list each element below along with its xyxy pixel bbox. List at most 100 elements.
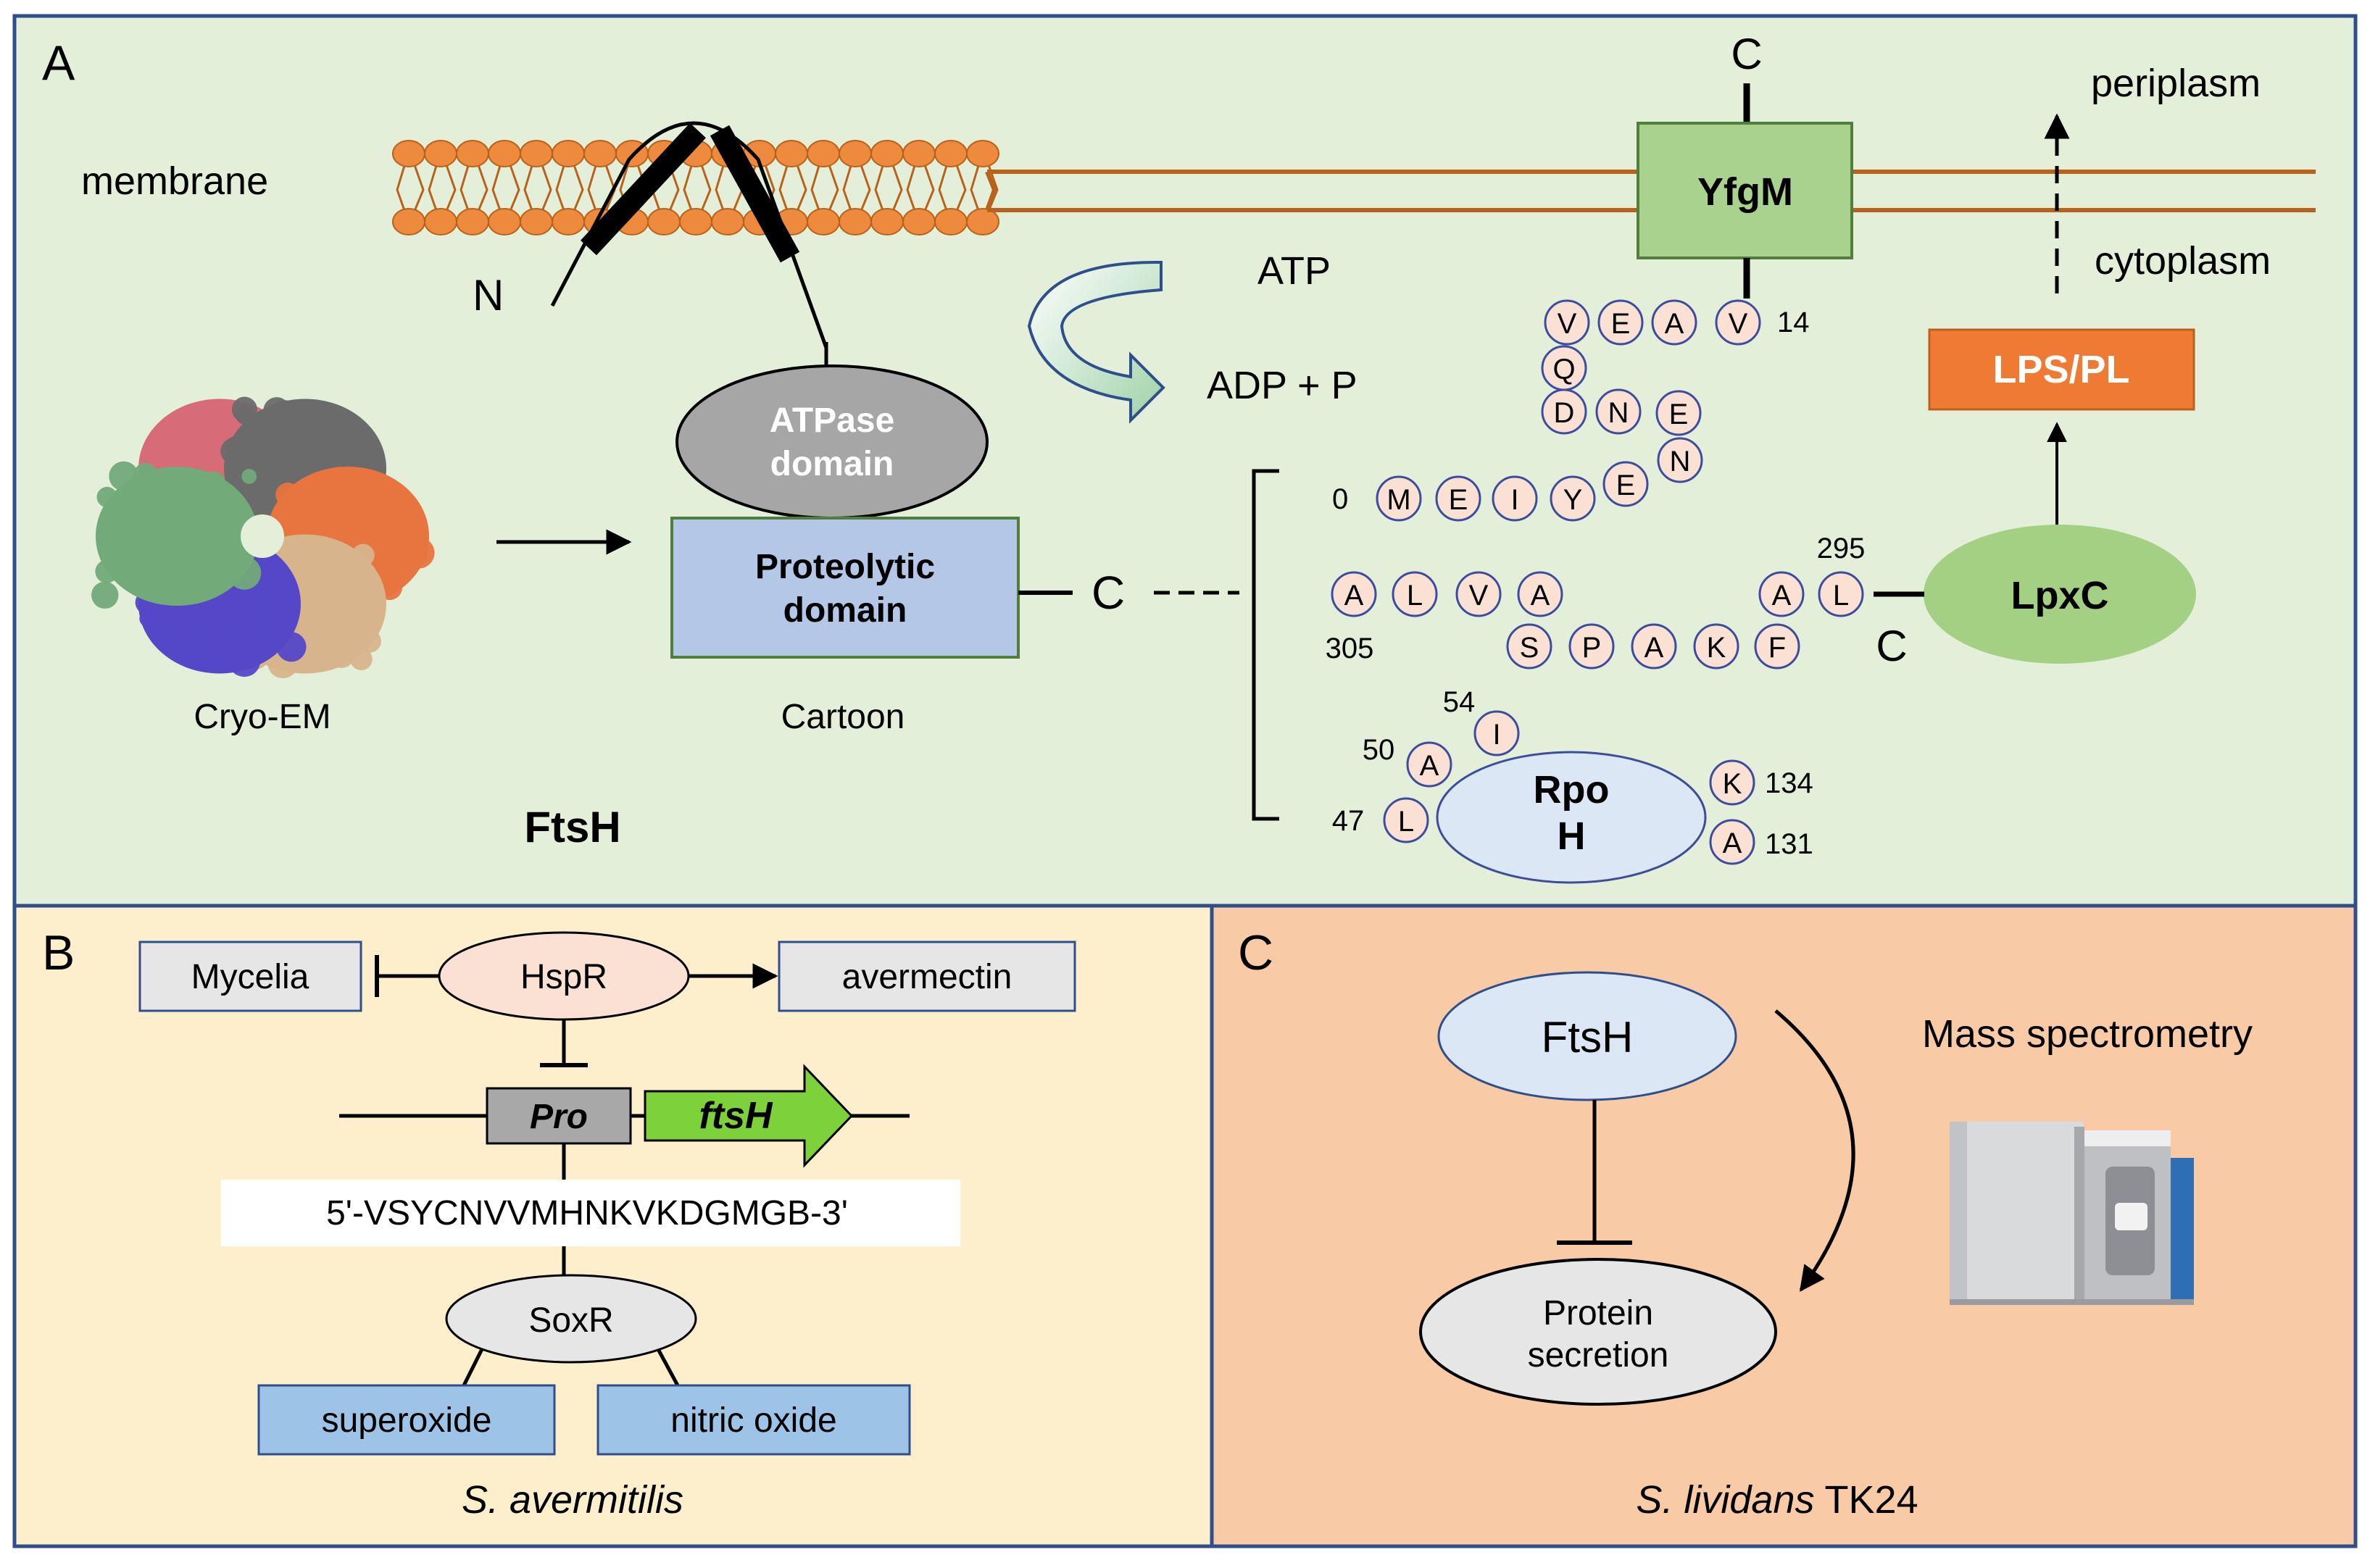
lpxc-residue <box>1506 623 1552 670</box>
lipid-head <box>456 208 489 235</box>
lpxc-label: LpxC <box>2011 574 2109 617</box>
lipid-head <box>775 140 808 167</box>
yfgm-residue-letter: E <box>1616 470 1636 501</box>
panel-a: A membrane N Cryo-EM ATPase domain <box>12 14 2358 908</box>
lipid-head <box>679 208 712 235</box>
rpoh-residue-letter: I <box>1492 719 1500 751</box>
lpxc-residue-letter: S <box>1520 632 1539 664</box>
rpoh-num-50: 50 <box>1363 734 1395 766</box>
lipid-head <box>807 208 840 235</box>
yfgm-residue <box>1657 437 1703 483</box>
lipid-head <box>870 208 904 235</box>
cryo-em-label: Cryo-EM <box>194 698 330 736</box>
lipid-head <box>552 140 585 167</box>
lpxc-residue-letter: L <box>1833 580 1849 612</box>
lipid-head <box>902 208 936 235</box>
lpxc-residue-letter: A <box>1531 580 1550 612</box>
yfgm-residue-letter: M <box>1386 484 1410 516</box>
proteolytic-domain <box>670 517 1020 659</box>
lps-pl-label: LPS/PL <box>1992 348 2129 391</box>
lipid-head <box>902 140 936 167</box>
lpxc-residue <box>1331 571 1377 617</box>
lpxc-residue <box>1455 571 1502 617</box>
yfgm-residue <box>1550 475 1596 522</box>
cartoon-label: Cartoon <box>781 698 905 736</box>
lipid-head <box>807 140 840 167</box>
lipid-head <box>520 140 553 167</box>
lipid-head <box>456 140 489 167</box>
nitric-oxide-label: nitric oxide <box>670 1401 836 1440</box>
motif-box <box>221 1180 960 1246</box>
periplasm-label: periplasm <box>2091 62 2261 105</box>
yfgm-c-terminus: C <box>1731 30 1762 78</box>
lipid-head <box>711 208 744 235</box>
lipid-head <box>966 140 999 167</box>
panel-b-letter: B <box>42 925 75 980</box>
yfgm-label: YfgM <box>1697 170 1793 214</box>
yfgm-residue <box>1376 475 1422 522</box>
protein-label-2: secretion <box>1528 1336 1669 1375</box>
rpoh-label-1: Rpo <box>1534 768 1610 812</box>
yfgm-residue <box>1541 388 1587 435</box>
yfgm-residue-letter: Q <box>1552 354 1575 385</box>
proteolytic-label-1: Proteolytic <box>755 548 935 586</box>
yfgm-residue-letter: I <box>1510 484 1518 516</box>
mycelia-box <box>138 941 362 1012</box>
ftsh-to-secretion-curved-arrow <box>1774 1009 1855 1292</box>
rpoh-num-47: 47 <box>1332 805 1365 837</box>
rpoh-num-134: 134 <box>1765 767 1813 799</box>
protein-label-1: Protein <box>1543 1294 1653 1333</box>
soxr-ellipse <box>445 1274 697 1364</box>
lpxc-residue <box>1818 571 1864 617</box>
mycelia-label: Mycelia <box>191 958 309 996</box>
panel-b: B Mycelia HspR avermectin Pro ftsH 5'-VS… <box>12 904 1214 1548</box>
lpxc-residue-letter: A <box>1344 580 1364 612</box>
ftsh-ellipse <box>1437 971 1737 1101</box>
yfgm-box <box>1637 122 1853 259</box>
avermectin-box <box>778 941 1076 1012</box>
atpase-label-2: domain <box>770 445 894 483</box>
mass-spectrometer-icon <box>1950 1122 2194 1305</box>
lipid-head <box>966 208 999 235</box>
yfgm-residue-letter: N <box>1670 446 1691 478</box>
yfgm-residue-letter: A <box>1665 308 1684 340</box>
lpxc-residue <box>1693 623 1739 670</box>
lipid-head <box>934 208 968 235</box>
rpoh-num-54: 54 <box>1443 686 1476 718</box>
rpoh-residue-letter: K <box>1723 768 1742 800</box>
panel-a-letter: A <box>42 36 75 91</box>
yfgm-num-0: 0 <box>1332 483 1348 515</box>
mass-spec-label: Mass spectrometry <box>1922 1012 2253 1056</box>
lpxc-residue-letter: L <box>1407 580 1423 612</box>
cytoplasm-label: cytoplasm <box>2095 239 2271 283</box>
lipid-bilayer <box>392 140 999 235</box>
lpxc-residue <box>1568 623 1615 670</box>
promoter-label: Pro <box>530 1098 588 1136</box>
panel-b-organism: S. avermitilis <box>462 1478 683 1522</box>
rpoh-label-2: H <box>1558 814 1586 858</box>
yfgm-residue-letter: E <box>1669 399 1689 430</box>
yfgm-residue <box>1544 299 1590 346</box>
rpoh-residue <box>1473 710 1520 756</box>
panel-c-letter: C <box>1238 925 1273 980</box>
yfgm-residue <box>1492 475 1538 522</box>
yfgm-residue <box>1651 299 1697 346</box>
yfgm-residue-letter: D <box>1554 397 1575 429</box>
lipid-head <box>392 208 425 235</box>
lps-pl-box <box>1928 328 2195 411</box>
soxr-label: SoxR <box>528 1301 613 1340</box>
lpxc-residue-letter: A <box>1772 580 1792 612</box>
panel-c-organism: S. lividans TK24 <box>1636 1478 1918 1522</box>
yfgm-residue <box>1597 299 1644 346</box>
lipid-head <box>552 208 585 235</box>
lpxc-residue-letter: P <box>1582 632 1602 664</box>
lpxc-residue <box>1517 571 1563 617</box>
rpoh-residue-letter: A <box>1723 827 1742 859</box>
rpoh-residue <box>1406 741 1452 788</box>
lpxc-c-terminus: C <box>1876 622 1907 670</box>
yfgm-residue-letter: N <box>1608 397 1629 429</box>
proteolytic-c-terminus: C <box>1092 567 1125 619</box>
lipid-head <box>520 208 553 235</box>
